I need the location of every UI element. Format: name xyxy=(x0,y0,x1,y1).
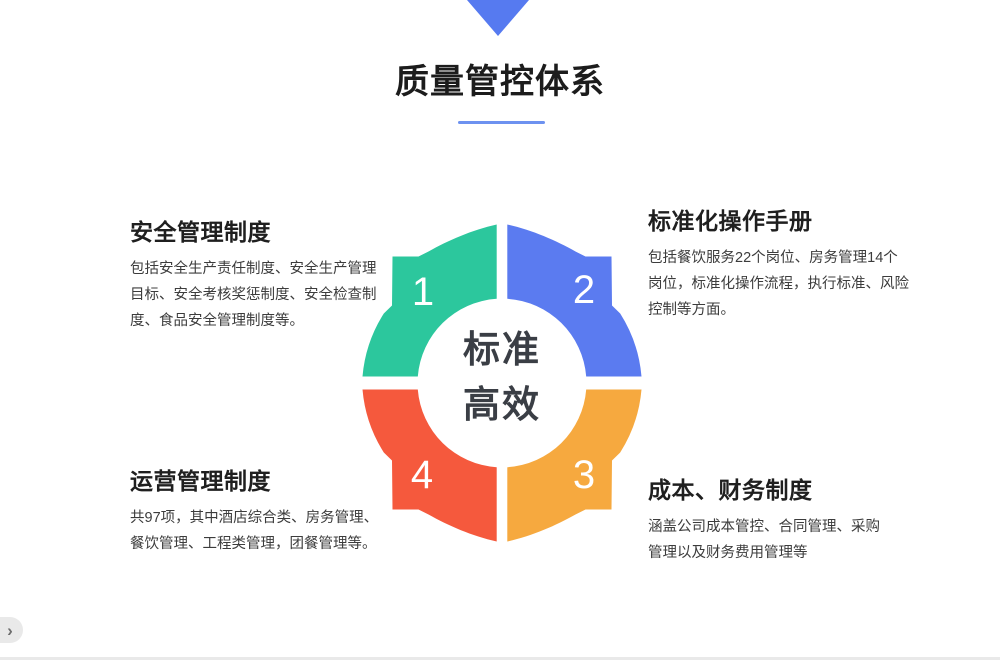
title-underline xyxy=(458,121,545,124)
info-block-standard-desc: 包括餐饮服务22个岗位、房务管理14个 岗位，标准化操作流程，执行标准、风险 控… xyxy=(648,250,909,318)
info-block-standard-title: 标准化操作手册 xyxy=(648,208,813,234)
quadrant-2-number: 2 xyxy=(573,268,595,312)
sidebar-expand-button[interactable]: › xyxy=(0,617,23,643)
quadrant-1-segment xyxy=(362,224,497,377)
down-arrow-icon xyxy=(467,0,529,36)
info-block-cost: 成本、财务制度 涵盖公司成本管控、合同管理、采购 管理以及财务费用管理等 xyxy=(648,471,968,566)
info-block-operation: 运营管理制度 共97项，其中酒店综合类、房务管理、 餐饮管理、工程类管理，团餐管… xyxy=(130,462,450,557)
quadrant-1-number: 1 xyxy=(412,270,434,314)
info-block-cost-desc: 涵盖公司成本管控、合同管理、采购 管理以及财务费用管理等 xyxy=(648,519,880,561)
info-block-cost-title: 成本、财务制度 xyxy=(648,477,813,503)
page-title: 质量管控体系 xyxy=(395,63,605,101)
quadrant-2-segment xyxy=(507,224,642,377)
quadrant-4-segment xyxy=(362,389,497,542)
quadrant-4-number: 4 xyxy=(411,453,433,497)
info-block-operation-desc: 共97项，其中酒店综合类、房务管理、 餐饮管理、工程类管理，团餐管理等。 xyxy=(130,510,379,552)
viewport-bottom-edge xyxy=(0,657,1000,660)
quadrant-3-number: 3 xyxy=(573,453,595,497)
quadrant-3-segment xyxy=(507,389,642,542)
diagram-center-label: 标准 高效 xyxy=(402,322,602,432)
info-block-safety-desc: 包括安全生产责任制度、安全生产管理 目标、安全考核奖惩制度、安全检查制 度、食品… xyxy=(130,261,377,329)
center-label-line-2: 高效 xyxy=(463,384,541,425)
center-label-line-1: 标准 xyxy=(463,329,541,370)
info-block-safety: 安全管理制度 包括安全生产责任制度、安全生产管理 目标、安全考核奖惩制度、安全检… xyxy=(130,213,450,334)
info-block-operation-title: 运营管理制度 xyxy=(130,468,271,494)
chevron-right-icon: › xyxy=(7,620,13,640)
info-block-safety-title: 安全管理制度 xyxy=(130,219,271,245)
info-block-standard: 标准化操作手册 包括餐饮服务22个岗位、房务管理14个 岗位，标准化操作流程，执… xyxy=(648,202,968,323)
